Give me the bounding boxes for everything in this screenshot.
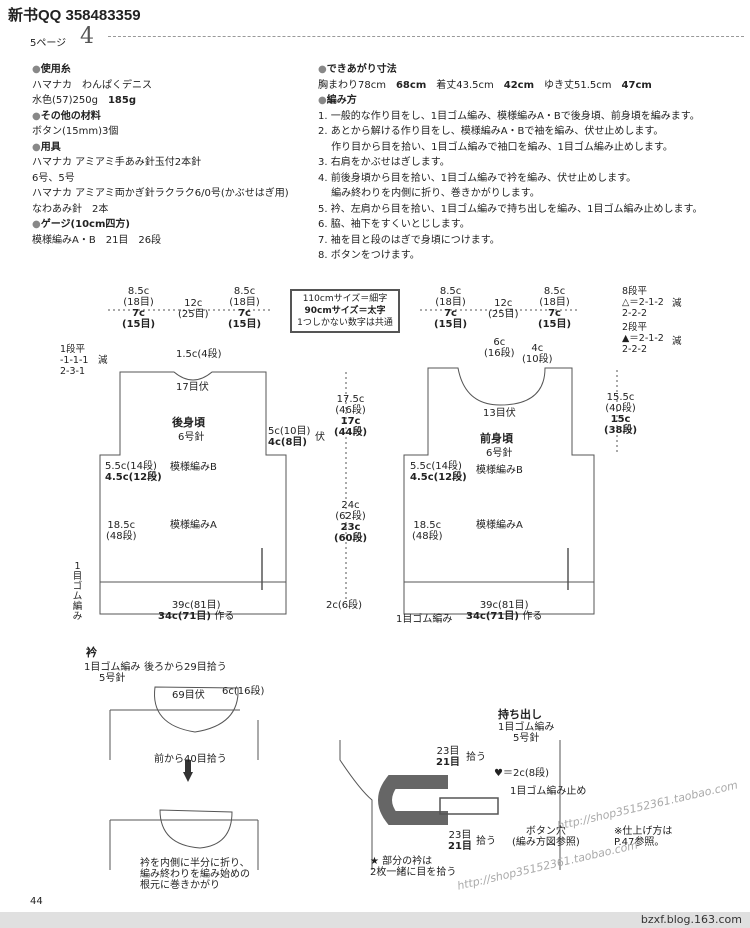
tools-line-2: 6号、5号 xyxy=(32,172,75,184)
other-materials-line: ボタン(15mm)3個 xyxy=(32,126,119,137)
yarn-line-1: ハマナカ わんぱくデニス xyxy=(32,79,152,91)
other-materials-heading: ●その他の材料 xyxy=(32,110,101,122)
front-neck-bindoff: 13目伏 xyxy=(483,408,516,419)
back-neck-bindoff: 17目伏 xyxy=(176,382,209,393)
step-4-cont: 編み終わりを内側に折り、巻きかがりします。 xyxy=(318,188,540,199)
step-7: 7. 袖を目と段のはぎで身頃につけます。 xyxy=(318,234,500,246)
step-3: 3. 右肩をかぶせはぎします。 xyxy=(318,157,450,168)
step-4: 4. 前後身頃から目を拾い、1目ゴム編みで衿を編み、伏せ止めします。 xyxy=(318,172,637,184)
instructions-column: ●できあがり寸法 胸まわり78cm 68cm 着丈43.5cm 42cm ゆき丈… xyxy=(318,62,702,264)
back-rib-label: 1目ゴム編み xyxy=(72,561,83,622)
step-2: 2. あとから解ける作り目をし、模様編みA・Bで袖を編み、伏せ止めします。 xyxy=(318,126,664,137)
front-shoulder-right-dim: 8.5c(18目)7c(15目) xyxy=(538,286,572,330)
tools-line-3: ハマナカ アミアミ両かぎ針ラクラク6/0号(かぶせはぎ用) xyxy=(32,188,289,199)
materials-column: ●使用糸 ハマナカ わんぱくデニス 水色(57)250g 185g ●その他の材… xyxy=(32,62,289,248)
placket-lower-pickup: 拾う xyxy=(476,836,496,847)
back-pattern-a: 模様編みA xyxy=(170,520,217,531)
collar-back-pickup: 後ろから29目拾う xyxy=(144,662,227,673)
tools-heading: ●用具 xyxy=(32,141,61,153)
pattern-number: 4 xyxy=(80,24,94,49)
back-neck-depth: 1.5c(4段) xyxy=(176,349,222,360)
collar-front-pickup: 前から40目拾う xyxy=(154,754,227,765)
back-shoulder-left-dim: 8.5c(18目)7c(15目) xyxy=(122,286,156,330)
step-2-cont: 作り目から目を拾い、1目ゴム編みで袖口を編み、1目ゴム編み止めします。 xyxy=(318,141,673,153)
back-neck-width-dim: 12c(25目) xyxy=(178,298,209,320)
front-neck-right: 4c(10段) xyxy=(522,343,553,365)
front-body-title: 前身頃 xyxy=(480,432,513,445)
front-body-outline xyxy=(403,367,595,615)
front-neck-width-dim: 12c(25目) xyxy=(488,298,519,320)
step-6: 6. 脇、袖下をすくいとじします。 xyxy=(318,219,470,230)
back-cast-on: 39c(81目)34c(71目) 作る xyxy=(158,600,235,622)
collar-fold-note: 衿を内側に半分に折り、編み終わりを編み始めの根元に巻きかがり xyxy=(140,858,250,891)
front-pattern-b: 模様編みB xyxy=(476,465,523,476)
step-5: 5. 衿、左肩から目を拾い、1目ゴム編みで持ち出しを編み、1目ゴム編み止めします… xyxy=(318,203,703,215)
page-reference: 5ページ xyxy=(30,38,67,49)
back-pattern-b: 模様編みB xyxy=(170,462,217,473)
placket-bindoff: 1目ゴム編み止め xyxy=(510,786,587,797)
yarn-heading: ●使用糸 xyxy=(32,64,71,75)
tools-line-4: なわあみ針 2本 xyxy=(32,203,109,215)
front-cast-on: 39c(81目)34c(71目) 作る xyxy=(466,600,543,622)
front-pattern-a: 模様編みA xyxy=(476,520,523,531)
collar-outline xyxy=(154,686,239,733)
page-header-title: 新书QQ 358483359 xyxy=(8,7,141,24)
front-armhole-dim: 15.5c(40段)15c(38段) xyxy=(604,392,638,436)
placket-upper-pickup: 拾う xyxy=(466,752,486,763)
placket-height: ♥＝2c(8段) xyxy=(494,768,549,779)
yarn-line-2: 水色(57)250g 185g xyxy=(32,95,137,106)
arrow-down-icon xyxy=(183,772,193,782)
collar-folded-outline xyxy=(159,809,233,849)
armhole-height-dim: 17.5c(46段)17c(44段) xyxy=(334,394,368,438)
back-body-title: 後身頃 xyxy=(172,416,205,429)
placket-buttonhole: ボタン穴(編み方図参照) xyxy=(512,826,580,848)
method-heading: ●編み方 xyxy=(318,95,357,106)
body-length-dim: 24c(62段)23c(60段) xyxy=(334,500,368,544)
back-decrease-label: 減 xyxy=(98,355,108,366)
page-number: 44 xyxy=(30,896,43,907)
front-shoulder-left-dim: 8.5c(18目)7c(15目) xyxy=(434,286,468,330)
front-rib-label: 1目ゴム編み xyxy=(396,614,453,625)
size-legend: 110cmサイズ＝細字 90cmサイズ＝太字 1つしかない数字は共通 xyxy=(290,289,400,333)
collar-bindoff: 69目伏 xyxy=(172,690,205,701)
front-side-length: 18.5c(48段) xyxy=(412,520,443,542)
placket-title: 持ち出し xyxy=(498,708,542,721)
finished-size-line: 胸まわり78cm 68cm 着丈43.5cm 42cm ゆき丈51.5cm 47… xyxy=(318,79,652,91)
front-decrease-a-label: 減 xyxy=(672,298,682,309)
back-side-length: 18.5c(48段) xyxy=(106,520,137,542)
back-armhole-right: 5c(10目)4c(8目) xyxy=(268,426,311,448)
collar-title: 衿 xyxy=(86,646,97,659)
front-armhole-left: 5.5c(14段)4.5c(12段) xyxy=(410,461,467,483)
back-body-outline xyxy=(99,371,287,615)
step-8: 8. ボタンをつけます。 xyxy=(318,250,420,261)
gauge-heading: ●ゲージ(10cm四方) xyxy=(32,219,130,230)
back-bindoff-mark: 伏 xyxy=(315,432,325,443)
footer-bar xyxy=(0,912,750,928)
rib-height-dim: 2c(6段) xyxy=(326,600,363,611)
source-credit: bzxf.blog.163.com xyxy=(640,913,742,926)
tools-line-1: ハマナカ アミアミ手あみ針玉付2本針 xyxy=(32,157,202,168)
header-divider xyxy=(108,36,744,37)
back-shoulder-right-dim: 8.5c(18目)7c(15目) xyxy=(228,286,262,330)
front-decrease-b-label: 減 xyxy=(672,336,682,347)
gauge-line: 模様編みA・B 21目 26段 xyxy=(32,234,162,246)
back-needle: 6号針 xyxy=(178,432,205,443)
collar-depth: 6c(16段) xyxy=(222,686,265,697)
front-neck-left: 6c(16段) xyxy=(484,337,515,359)
step-1: 1. 一般的な作り目をし、1目ゴム編み、模様編みA・Bで後身頃、前身頃を編みます… xyxy=(318,110,700,122)
finished-size-heading: ●できあがり寸法 xyxy=(318,64,397,75)
front-needle: 6号針 xyxy=(486,448,513,459)
back-armhole-left: 5.5c(14段)4.5c(12段) xyxy=(105,461,162,483)
